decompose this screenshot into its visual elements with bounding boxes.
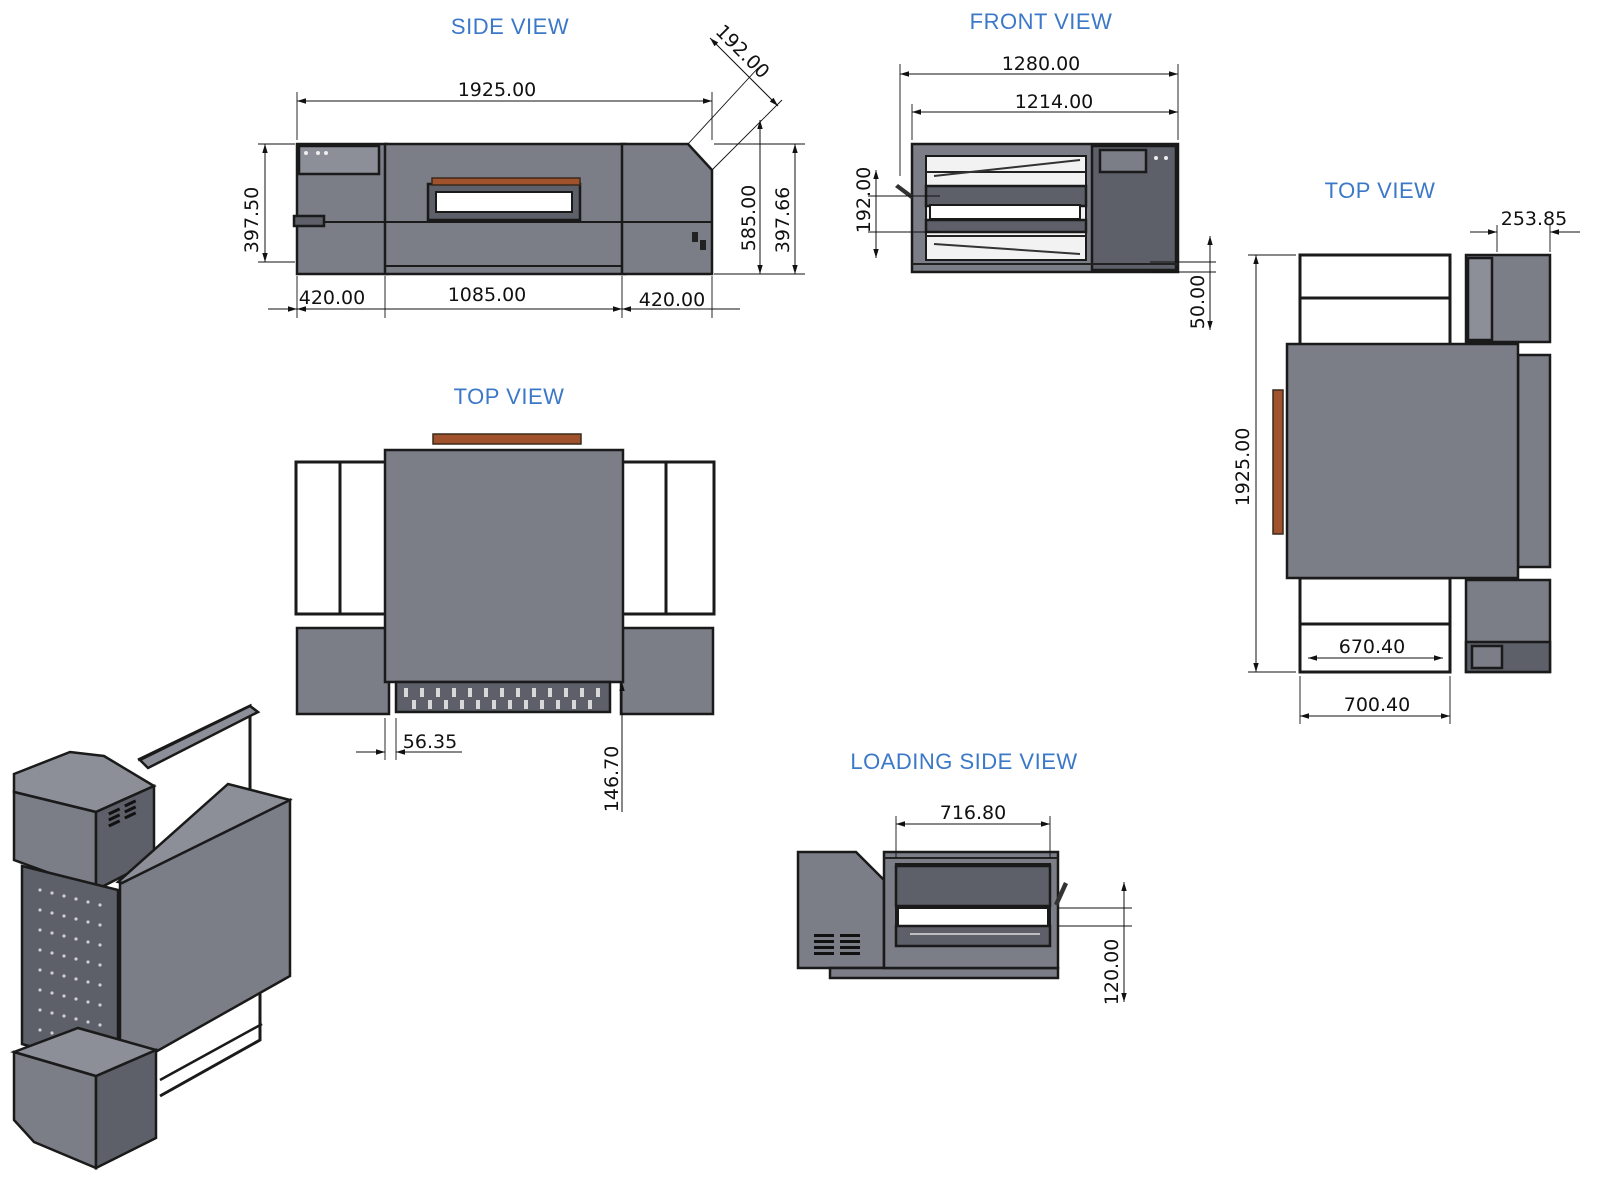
dim-side-left-section: 420.00 xyxy=(299,287,365,309)
dim-side-right-height: 397.66 xyxy=(772,187,794,253)
dim-top-right-overall-length: 1925.00 xyxy=(1232,428,1254,507)
dim-top-right-inner-width: 670.40 xyxy=(1339,636,1405,658)
dim-side-mid-height: 585.00 xyxy=(738,185,760,251)
dim-front-opening: 192.00 xyxy=(853,167,875,233)
dim-top-right-box-width: 253.85 xyxy=(1501,208,1567,230)
front-view: FRONT VIEW 1280.00 1214.00 192.00 xyxy=(853,9,1216,330)
dim-top-center-offset: 56.35 xyxy=(403,731,457,753)
top-view-center: TOP VIEW 56.35 146.70 xyxy=(294,384,716,812)
loading-side-view: LOADING SIDE VIEW 716.80 120.00 xyxy=(796,749,1132,1005)
dim-loading-belt-width: 716.80 xyxy=(940,802,1006,824)
dim-side-left-height: 397.50 xyxy=(241,187,263,253)
side-view: SIDE VIEW 1925.00 192.00 397.50 xyxy=(241,14,805,318)
dim-side-chamfer: 192.00 xyxy=(711,20,774,83)
top-view-center-machine xyxy=(294,433,716,716)
front-view-machine xyxy=(895,142,1180,274)
side-view-title: SIDE VIEW xyxy=(451,14,569,39)
dim-top-center-depth: 146.70 xyxy=(601,746,623,812)
dim-side-center-section: 1085.00 xyxy=(448,284,527,306)
isometric-view xyxy=(10,703,293,1171)
loading-side-view-machine xyxy=(796,850,1068,980)
loading-side-view-title: LOADING SIDE VIEW xyxy=(850,749,1077,774)
side-view-machine xyxy=(292,142,714,276)
dim-front-foot: 50.00 xyxy=(1187,275,1209,329)
top-view-center-title: TOP VIEW xyxy=(454,384,565,409)
dim-loading-opening: 120.00 xyxy=(1101,939,1123,1005)
dim-front-overall-width: 1280.00 xyxy=(1002,53,1081,75)
dim-front-inner-width: 1214.00 xyxy=(1015,91,1094,113)
top-view-right-title: TOP VIEW xyxy=(1325,178,1436,203)
front-view-title: FRONT VIEW xyxy=(970,9,1113,34)
dim-top-right-outer-width: 700.40 xyxy=(1344,694,1410,716)
dim-side-overall-length: 1925.00 xyxy=(458,79,537,101)
dim-side-right-section: 420.00 xyxy=(639,289,705,311)
top-view-right-machine xyxy=(1272,253,1552,674)
top-view-right: TOP VIEW 253.85 1925.00 670.40 xyxy=(1232,178,1580,724)
